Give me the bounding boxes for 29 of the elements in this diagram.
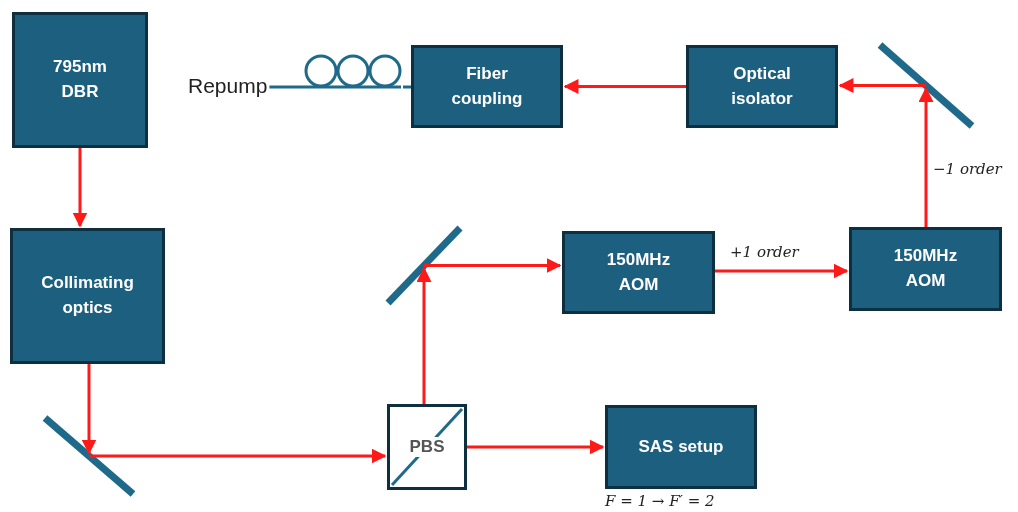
beam-arrow <box>563 79 686 94</box>
beam-arrow <box>89 448 387 464</box>
beam-arrow <box>467 439 605 455</box>
beam-arrow <box>81 364 97 455</box>
mirror <box>42 415 136 497</box>
coupler-box: Fiber coupling <box>411 45 563 128</box>
beam-label: Repump <box>188 74 268 98</box>
edge-label: −1 order <box>933 160 1002 178</box>
beam-arrow <box>838 78 926 93</box>
beam-arrow <box>715 263 849 279</box>
fiber-line <box>403 85 411 89</box>
setup-box: SAS setup <box>605 405 757 489</box>
optics-box: Collimating optics <box>10 228 165 364</box>
beam-splitter-cube <box>387 404 467 490</box>
edge-label: +1 order <box>730 243 799 261</box>
beam-arrow <box>72 148 88 228</box>
transition-label: F = 1 → F′ = 2 <box>605 492 715 510</box>
modulator-box: 150MHz AOM <box>849 227 1002 311</box>
laser-box: 795nm DBR <box>12 12 148 148</box>
modulator-box: 150MHz AOM <box>562 231 715 314</box>
beam-arrow <box>416 267 432 404</box>
beam-arrow <box>424 258 562 273</box>
isolator-box: Optical isolator <box>686 45 838 128</box>
fiber-coil-drawing <box>304 54 402 89</box>
mirror <box>385 225 463 306</box>
beam-arrow <box>918 87 934 227</box>
fiber-line <box>269 85 305 89</box>
component-label: PBS <box>407 437 447 457</box>
mirror <box>877 42 975 129</box>
